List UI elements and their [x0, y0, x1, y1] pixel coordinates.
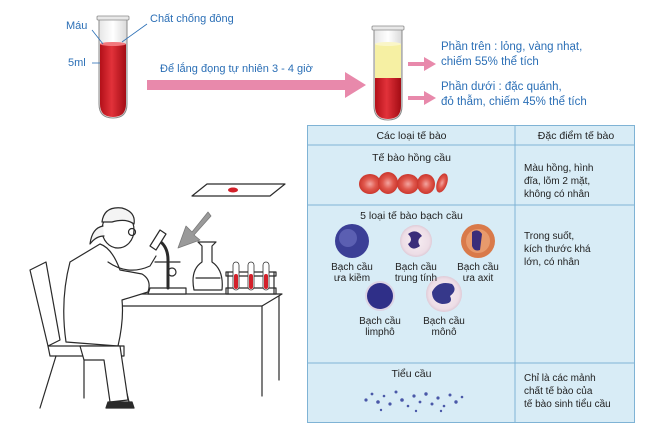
basophil-line-2: ưa kiềm	[333, 273, 371, 284]
lymphocyte-line-1: Bạch cầu	[359, 316, 401, 327]
platelet-desc-line-2: chất tế bào của	[524, 386, 593, 397]
lower-layer-line-2: đỏ thẫm, chiếm 45% thể tích	[441, 96, 587, 108]
lymphocyte-line-2: limphô	[365, 327, 395, 338]
rbc-name: Tế bào hồng cầu	[372, 152, 451, 164]
platelet-desc-line-3: tế bào sinh tiểu cầu	[524, 399, 611, 410]
upper-layer-line-1: Phần trên : lỏng, vàng nhạt,	[441, 41, 583, 53]
wbc-desc-line-2: kích thước khá	[524, 244, 591, 255]
upper-layer-line-2: chiếm 55% thể tích	[441, 56, 539, 68]
platelet-desc-line-1: Chỉ là các mảnh	[524, 373, 596, 384]
white-blood-cells-image	[335, 224, 495, 312]
wbc-desc-line-3: lớn, có nhân	[524, 257, 580, 268]
blood-cell-table: Các loại tế bào Đặc điểm tế bào Tế bào h…	[307, 125, 635, 423]
wbc-monocyte-label: Bạch cầu mônô	[414, 316, 474, 338]
monocyte-line-1: Bạch cầu	[423, 316, 465, 327]
upper-layer-label: Phần trên : lỏng, vàng nhạt, chiếm 55% t…	[441, 40, 582, 70]
volume-label: 5ml	[68, 57, 86, 69]
basophil-line-1: Bạch cầu	[331, 262, 373, 273]
wbc-basophil-label: Bạch cầu ưa kiềm	[322, 262, 382, 284]
lower-layer-label: Phần dưới : đặc quánh, đỏ thẫm, chiếm 45…	[441, 80, 587, 110]
blood-label: Máu	[66, 20, 88, 32]
table-grid	[307, 125, 635, 423]
neutrophil-line-2: trung tính	[394, 273, 438, 284]
eosinophil-line-2: ưa axit	[462, 273, 494, 284]
neutrophil-line-1: Bạch cầu	[395, 262, 437, 273]
wbc-desc-line-1: Trong suốt,	[524, 231, 575, 242]
wbc-lymphocyte-label: Bạch cầu limphô	[350, 316, 410, 338]
header-cell-features: Đặc điểm tế bào	[537, 130, 615, 142]
monocyte-line-2: mônô	[431, 327, 457, 338]
rbc-desc-line-1: Màu hồng, hình	[524, 163, 594, 174]
wbc-name: 5 loại tế bào bạch cầu	[360, 210, 463, 222]
rbc-desc-line-2: đĩa, lõm 2 mặt,	[524, 176, 591, 187]
lower-layer-line-1: Phần dưới : đặc quánh,	[441, 81, 562, 93]
platelets-image	[364, 390, 464, 413]
rbc-desc-line-3: không có nhân	[524, 189, 590, 200]
settle-label: Để lắng đọng tự nhiên 3 - 4 giờ	[160, 63, 313, 75]
eosinophil-line-1: Bạch cầu	[457, 262, 499, 273]
wbc-eosinophil-label: Bạch cầu ưa axit	[448, 262, 508, 284]
header-cell-types: Các loại tế bào	[376, 130, 447, 142]
rbc-description: Màu hồng, hình đĩa, lõm 2 mặt, không có …	[524, 162, 632, 201]
platelet-description: Chỉ là các mảnh chất tế bào của tế bào s…	[524, 372, 634, 411]
anticoagulant-label: Chất chống đông	[150, 13, 234, 25]
red-blood-cells-image	[359, 172, 448, 194]
platelet-name: Tiểu cầu	[391, 368, 432, 380]
wbc-neutrophil-label: Bạch cầu trung tính	[386, 262, 446, 284]
wbc-description: Trong suốt, kích thước khá lớn, có nhân	[524, 230, 632, 269]
